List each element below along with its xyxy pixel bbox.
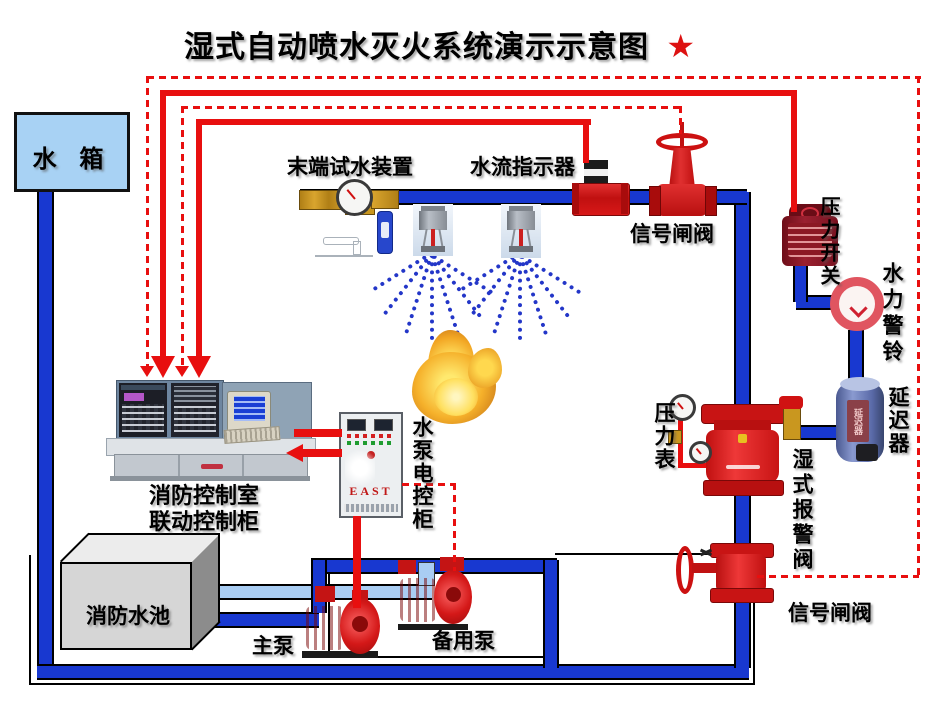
control-line-b-left [160, 90, 166, 358]
control-room-label-2: 联动控制柜 [148, 509, 259, 534]
pressure-gauge-label: 压力表 [652, 402, 675, 471]
control-line-d-right [583, 119, 589, 163]
signal-line-c-left [181, 106, 184, 368]
title-text: 湿式自动喷水灭火系统演示示意图 [183, 31, 649, 64]
water-tank-label: 水 箱 [32, 146, 112, 173]
delay-device-sticker: 延迟器 [847, 400, 869, 442]
signal-gate-valve-top-label: 信号闸阀 [630, 223, 714, 246]
signal-line-a-left [146, 76, 149, 368]
discharge-right-pipe [543, 560, 559, 668]
cabinet-backup-pump-line-v [453, 483, 456, 571]
pressure-switch-label: 压力开关 [817, 196, 839, 288]
delay-device-label: 延迟器 [886, 386, 909, 455]
cabinet-brand: EAST [349, 484, 393, 498]
console-cabinet-link-lower [303, 449, 342, 457]
wet-alarm-valve-label: 湿式报警阀 [790, 448, 813, 573]
console-cabinet-link-upper [294, 429, 342, 437]
test-valve-handle [377, 211, 393, 254]
signal-arrow-a [140, 366, 154, 377]
control-line-d-left [196, 119, 202, 358]
flow-indicator-label: 水流指示器 [470, 156, 575, 179]
console-monitor [227, 391, 271, 433]
star-icon: ★ [666, 28, 697, 64]
signal-line-c-right [679, 106, 682, 134]
pump-room-outline-top [555, 553, 751, 555]
console-cabinet-arrow [286, 444, 303, 462]
valve-trim-valve [783, 408, 801, 440]
pump-control-cabinet-label: 水泵电控柜 [410, 416, 433, 531]
pump-room-outline [29, 555, 755, 685]
delay-inlet-pipe [798, 425, 840, 440]
control-line-b-right [791, 90, 797, 212]
bottom-main-pipe [37, 664, 749, 680]
switch-drop-pipe [793, 262, 808, 302]
bell-delay-pipe [848, 330, 864, 386]
hydraulic-alarm-bell-label: 水力警铃 [880, 262, 903, 366]
signal-arrow-c [175, 366, 189, 377]
test-pressure-gauge [336, 179, 373, 216]
control-arrow-d [187, 356, 211, 378]
backup-pump-label: 备用泵 [432, 630, 495, 653]
main-pump-label: 主泵 [252, 635, 294, 658]
faucet-sketch [315, 233, 373, 257]
signal-line-c-top [181, 106, 682, 109]
page-title: 湿式自动喷水灭火系统演示示意图 ★ [130, 22, 750, 66]
signal-line-a-top [147, 76, 921, 79]
cabinet-backup-pump-line-h [402, 483, 456, 486]
suction-pipe-main [194, 612, 319, 628]
control-line-d-top [196, 119, 591, 125]
water-tank: 水 箱 [14, 112, 130, 192]
valve-gauge-1 [669, 394, 696, 421]
valve-gauge-2 [689, 441, 712, 464]
cabinet-main-pump-line [353, 516, 361, 608]
signal-gate-valve-bottom-label: 信号闸阀 [788, 602, 872, 625]
tank-supply-pipe [37, 190, 54, 678]
control-line-b-top [160, 90, 797, 96]
end-test-device-label: 末端试水装置 [287, 156, 413, 179]
control-arrow-b [151, 356, 175, 378]
signal-line-a-bottom [757, 575, 919, 578]
fire-pool-label: 消防水池 [86, 605, 170, 628]
signal-line-a-right [917, 76, 920, 578]
control-room-label-1: 消防控制室 [148, 483, 259, 508]
